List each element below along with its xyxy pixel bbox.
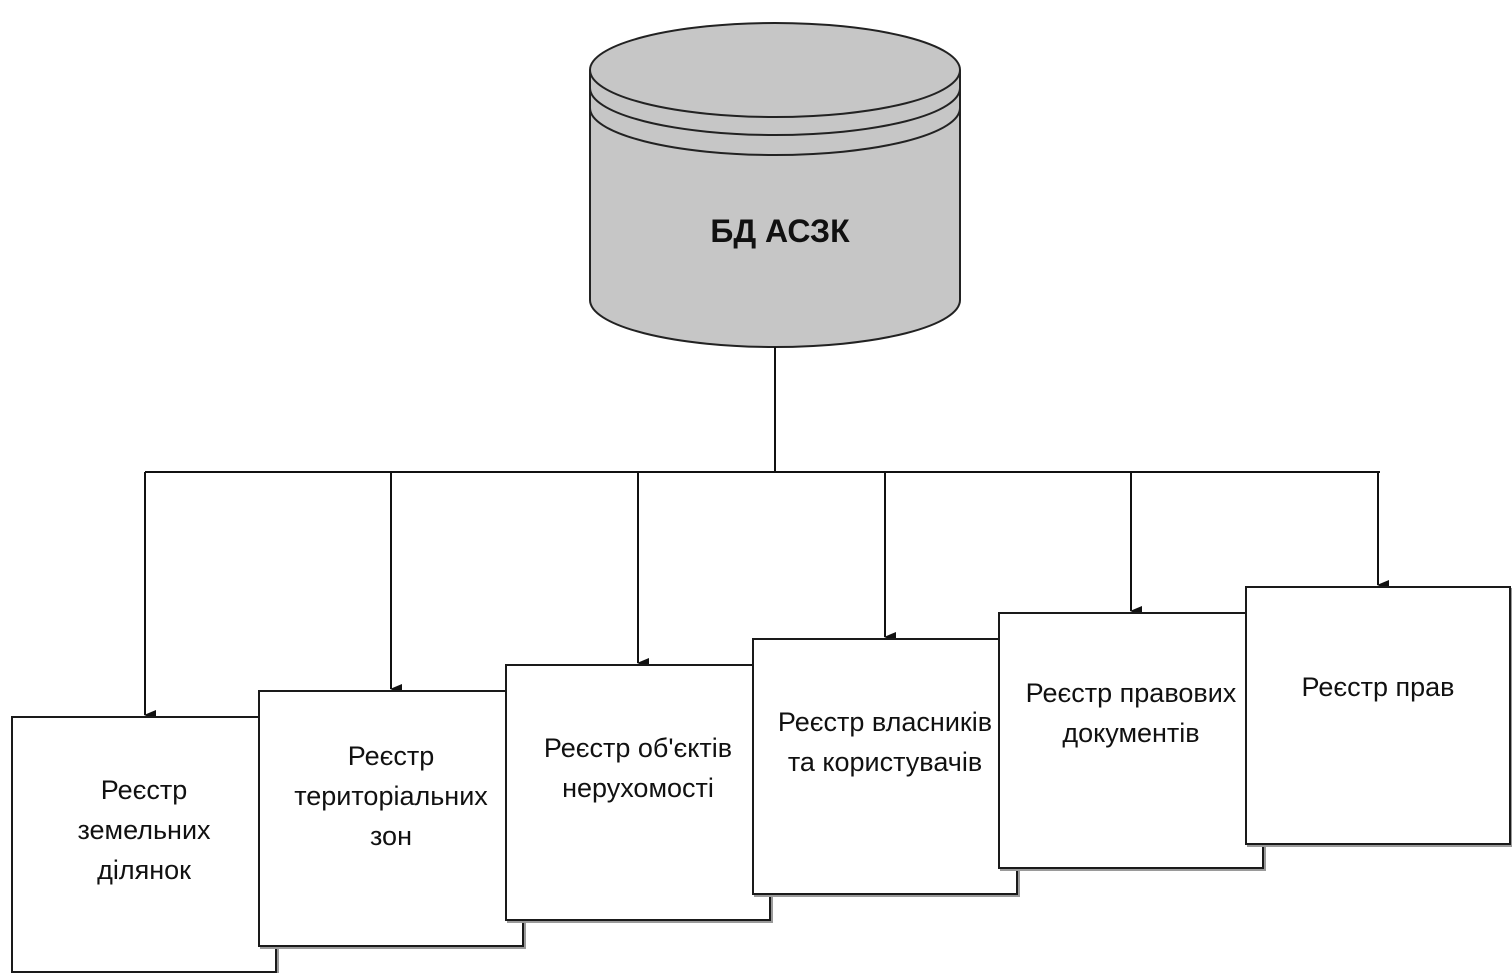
register-label: Реєстр власників та користувачів: [777, 706, 993, 777]
register-label: Реєстр територіальних зон: [294, 741, 488, 851]
connector-lines: [144, 347, 1389, 720]
register-label: Реєстр прав: [1301, 671, 1455, 702]
register-box-rights: Реєстр прав: [1245, 586, 1511, 845]
database-icon: [589, 22, 961, 348]
database-label: БД АСЗК: [710, 213, 850, 249]
register-box-real-estate: Реєстр об'єктів нерухомості: [505, 664, 771, 921]
register-label: Реєстр об'єктів нерухомості: [543, 732, 733, 803]
register-box-legal-documents: Реєстр правових документів: [998, 612, 1264, 869]
register-label: Реєстр земельних ділянок: [77, 774, 211, 885]
register-label: Реєстр правових документів: [1025, 678, 1237, 748]
register-box-territorial-zones: Реєстр територіальних зон: [258, 690, 524, 947]
register-box-owners-users: Реєстр власників та користувачів: [752, 638, 1018, 895]
register-box-land-plots: Реєстр земельних ділянок: [11, 716, 277, 973]
